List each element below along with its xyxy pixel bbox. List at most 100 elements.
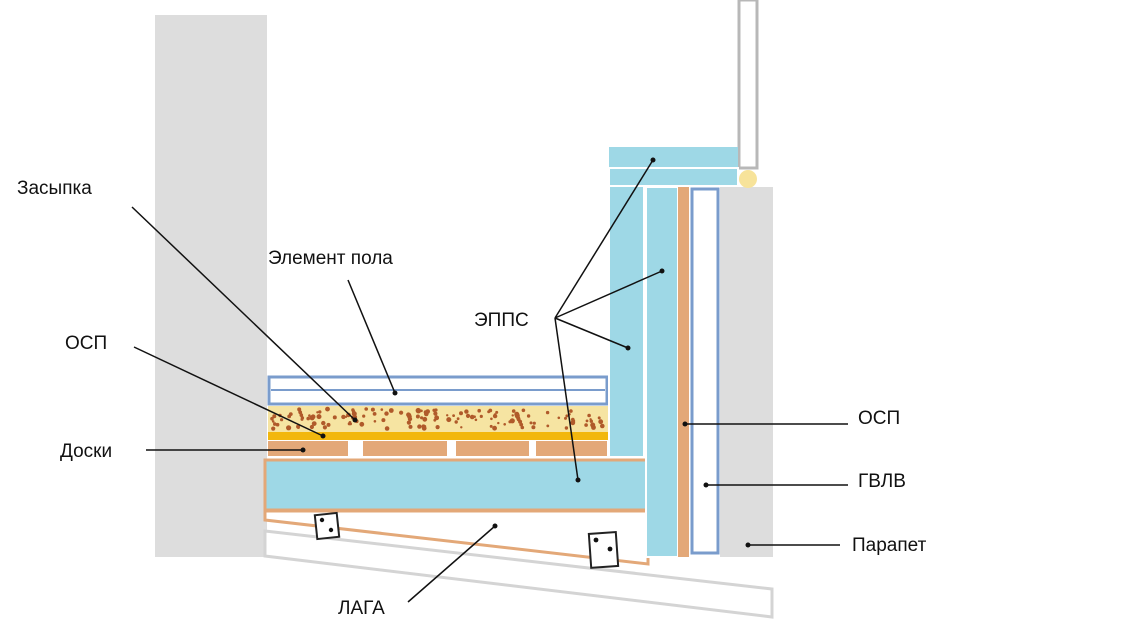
label-epps: ЭППС xyxy=(474,310,529,331)
backfill-dot xyxy=(435,415,439,420)
label-laga: ЛАГА xyxy=(338,598,385,619)
osb-wall-layer xyxy=(678,187,689,557)
backfill-dot xyxy=(459,411,463,416)
leader-lines xyxy=(131,159,848,603)
backfill-dot xyxy=(272,414,277,419)
backfill-dot xyxy=(529,421,533,425)
label-osp-left: ОСП xyxy=(65,333,107,354)
backfill-dot xyxy=(308,414,311,417)
backfill-dot xyxy=(585,419,589,423)
backfill-dot xyxy=(408,424,413,429)
backfill-dot xyxy=(489,424,493,428)
backfill-dot xyxy=(380,408,384,411)
leader-osp-left xyxy=(133,346,324,437)
backfill-dot xyxy=(275,422,280,427)
backfill-dot xyxy=(359,421,365,427)
backfill-dot xyxy=(495,410,499,414)
backfill-dot xyxy=(452,414,455,417)
backfill-dot xyxy=(306,416,311,421)
backfill-dot xyxy=(590,422,596,428)
backfill-dot xyxy=(487,410,491,414)
backfill-dot xyxy=(564,416,567,420)
leader-dots xyxy=(300,157,751,548)
backfill-dot xyxy=(286,425,292,431)
leader-element-pola xyxy=(347,279,396,394)
backfill-dot xyxy=(509,418,515,424)
backfill-dot xyxy=(423,425,427,428)
lag-block-left xyxy=(313,511,341,541)
label-gvlv: ГВЛВ xyxy=(858,471,906,492)
backfill-dot xyxy=(597,416,601,420)
backfill-dot xyxy=(318,410,322,414)
backfill-dot xyxy=(497,421,500,425)
backfill-dot xyxy=(406,420,411,425)
backfill-dot xyxy=(460,426,463,429)
label-doski: Доски xyxy=(60,441,112,462)
epps-bottom-slab xyxy=(263,458,650,512)
backfill-dot xyxy=(399,410,404,415)
label-osp-right: ОСП xyxy=(858,408,900,429)
backfill-dot xyxy=(326,422,331,427)
epps-top-cap xyxy=(609,147,738,168)
backfill-dot xyxy=(526,414,531,418)
backfill-dot xyxy=(564,426,569,430)
leader-epps-1 xyxy=(554,159,654,319)
backfill-dot xyxy=(347,422,351,426)
backfill-dot xyxy=(492,413,498,419)
backfill-dot xyxy=(316,414,322,420)
backfill-dot xyxy=(341,414,346,420)
plank xyxy=(268,441,348,456)
leader-epps-4 xyxy=(554,317,579,481)
backfill-dot xyxy=(415,407,421,414)
backfill-dot xyxy=(384,426,390,431)
window-frame xyxy=(737,0,759,170)
epps-vertical-outer xyxy=(608,167,645,458)
backfill-dot xyxy=(325,406,330,412)
backfill-dot xyxy=(432,408,436,412)
backfill-dot xyxy=(531,425,536,430)
backfill-dot xyxy=(332,415,337,420)
backfill-dot xyxy=(364,407,369,411)
label-element-pola: Элемент пола xyxy=(268,248,393,269)
epps-vertical-inner xyxy=(645,186,679,558)
backfill-dot xyxy=(310,414,316,420)
plank xyxy=(536,441,607,456)
backfill-dot xyxy=(372,412,377,416)
backfill-dots xyxy=(270,406,605,431)
backfill-dot xyxy=(516,417,521,422)
backfill-dot xyxy=(271,420,275,423)
backfill-dot xyxy=(384,411,389,416)
backfill-dot xyxy=(381,418,386,423)
backfill-dot xyxy=(479,414,483,418)
backfill-dot xyxy=(417,424,422,429)
osb-floor-layer xyxy=(268,432,608,440)
backfill-dot xyxy=(565,414,569,418)
leader-epps-2 xyxy=(554,270,663,319)
lag-block-right xyxy=(587,530,620,569)
backfill-dot xyxy=(465,413,471,418)
backfill-dot xyxy=(600,423,605,429)
backfill-dot xyxy=(521,408,526,413)
left-wall xyxy=(155,15,267,557)
backfill-dot xyxy=(587,413,591,418)
backfill-dot xyxy=(557,416,561,420)
backfill-dot xyxy=(271,426,276,431)
backfill-dot xyxy=(511,409,516,413)
leader-laga xyxy=(407,525,496,603)
backfill-dot xyxy=(433,411,438,416)
backfill-dot xyxy=(351,411,357,417)
epps-top-cap-lower xyxy=(608,167,739,187)
backfill-dot xyxy=(464,409,469,414)
backfill-dot xyxy=(435,425,440,430)
label-parapet: Парапет xyxy=(852,535,927,556)
gvlv-panel xyxy=(690,187,720,555)
backfill-dot xyxy=(407,414,412,420)
backfill-dot xyxy=(316,411,319,414)
backfill-dot xyxy=(280,418,284,422)
backfill-dot xyxy=(370,407,375,412)
backfill-dot xyxy=(456,417,460,421)
backfill-dot xyxy=(415,414,420,419)
backfill-dot xyxy=(477,408,482,413)
backfill-dot xyxy=(599,420,603,424)
